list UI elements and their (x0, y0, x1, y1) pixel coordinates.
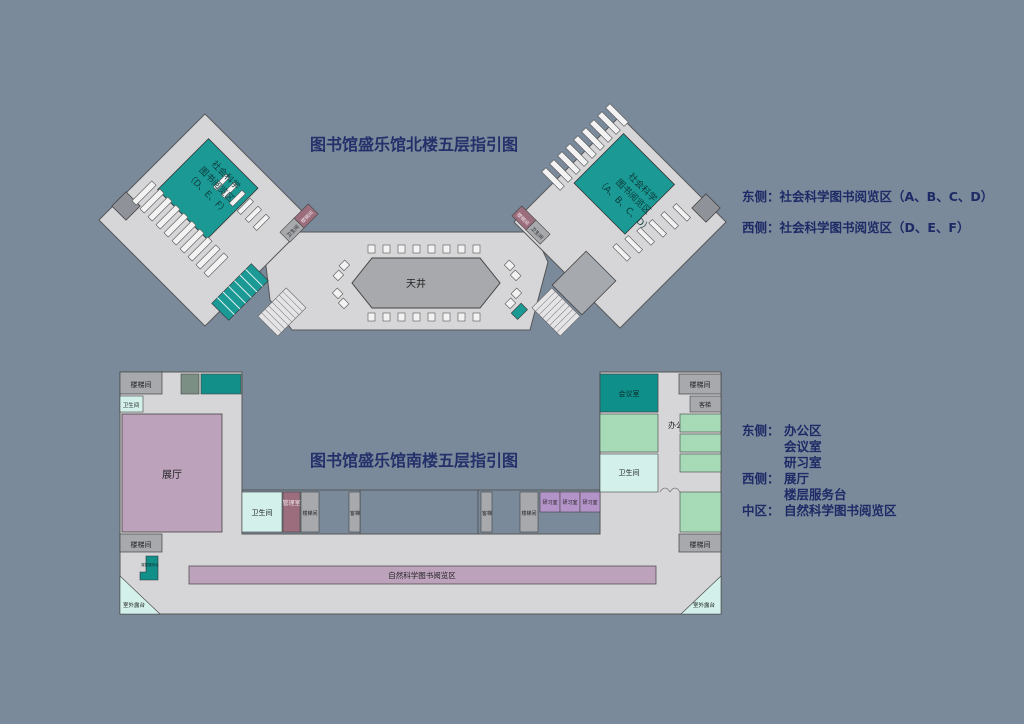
south-stair-se (678, 533, 722, 553)
south-elevator-left-label: 客梯 (350, 510, 360, 517)
legend-side: 东侧： (742, 423, 780, 438)
legend-value: 楼层服务台 (784, 487, 847, 502)
legend-value: 研习室 (784, 455, 822, 470)
south-stair-nw-label: 楼梯间 (131, 380, 152, 389)
legend-north-west: 西侧：社会科学图书阅览区（D、E、F） (742, 220, 970, 235)
north-west-small-rooms: 卫生间 楼梯间 (279, 203, 319, 243)
south-elevator-ne (689, 395, 722, 413)
south-stair-mid-right-label: 楼梯间 (521, 510, 536, 517)
south-stair-sw (119, 533, 163, 553)
south-study-label: 研习室 (562, 499, 577, 506)
south-teal-box (200, 373, 242, 395)
north-east-restroom (525, 219, 551, 245)
south-stair-ne (678, 373, 722, 395)
north-west-stair-block (111, 191, 141, 221)
south-manage-text: 管理室 (282, 499, 300, 507)
legend-south-row: 会议室 (742, 439, 897, 455)
legend-south-row: 东侧： 办公区 (742, 423, 897, 439)
south-courtyard-edge (242, 489, 600, 535)
south-restroom-mid-label: 卫生间 (252, 508, 273, 517)
south-restroom-east (599, 453, 659, 493)
south-map-title: 图书馆盛乐馆南楼五层指引图 (310, 451, 519, 470)
south-stair-mid-left-label: 楼梯间 (302, 510, 317, 517)
legend-value: 自然科学图书阅览区 (784, 503, 897, 518)
south-elevator-left (348, 491, 361, 533)
legend-value: 办公区 (784, 423, 822, 438)
north-atrium-desks (331, 244, 523, 322)
south-manage-room (282, 491, 301, 533)
south-reading-area (188, 565, 657, 585)
south-elevator-right (480, 491, 493, 533)
north-east-staircase (531, 287, 581, 337)
south-office-room-lower (679, 491, 722, 533)
legend-value: 展厅 (784, 471, 810, 486)
south-balcony-east-label: 室外露台 (693, 601, 716, 609)
north-west-shelves (131, 173, 270, 278)
south-study-label: 研习室 (542, 499, 557, 506)
legend-north-east: 东侧：社会科学图书阅览区（A、B、C、D） (742, 189, 994, 204)
south-office-room (679, 413, 722, 433)
south-service-desk-label: 楼层服务台 (141, 562, 159, 567)
legend-side: 西侧： (742, 471, 780, 486)
legend-south-row: 研习室 (742, 455, 897, 471)
south-stair-sw-label: 楼梯间 (131, 540, 152, 549)
south-restroom-nw-label: 卫生间 (123, 401, 140, 409)
north-east-lower-block (551, 250, 617, 316)
south-courtyard (360, 490, 478, 534)
south-legend: 东侧： 办公区 会议室 研习室 西侧： 展厅 楼层服务台 中区： 自然科学图书阅览区 (742, 423, 897, 519)
north-atrium-label: 天井 (406, 277, 426, 290)
south-exhibition-hall (121, 413, 223, 533)
south-elevator-ne-label: 客梯 (699, 401, 711, 409)
south-gray-box (180, 373, 200, 395)
north-east-teal-box (510, 302, 528, 320)
south-stair-se-label: 楼梯间 (690, 540, 711, 549)
south-stair-mid-left (300, 491, 320, 533)
north-west-staircase (257, 287, 307, 337)
south-stair-nw (119, 371, 163, 395)
north-east-reading-zone (573, 133, 676, 235)
south-meeting-room (599, 373, 659, 413)
south-reading-area-label: 自然科学图书阅览区 (388, 570, 456, 580)
legend-south-row: 西侧： 展厅 (742, 471, 897, 487)
north-map-title: 图书馆盛乐馆北楼五层指引图 (310, 135, 519, 154)
south-green-room (599, 413, 659, 453)
legend-value: 会议室 (784, 439, 822, 454)
south-elevator-right-label: 客梯 (482, 510, 492, 517)
north-east-shelves (541, 103, 691, 262)
south-exhibition-hall-label: 展厅 (162, 469, 182, 481)
south-balcony-west (119, 575, 161, 615)
south-study-room (579, 491, 601, 513)
south-service-desk (139, 555, 159, 581)
north-east-stair-block (691, 193, 721, 223)
south-balcony-west-label: 室外露台 (123, 601, 146, 609)
north-legend: 东侧：社会科学图书阅览区（A、B、C、D） 西侧：社会科学图书阅览区（D、E、F… (742, 189, 993, 236)
south-meeting-label: 会议室 (619, 389, 640, 398)
south-restroom-east-label: 卫生间 (619, 468, 640, 477)
south-restroom-mid (241, 491, 283, 533)
south-office-room (679, 453, 722, 473)
north-east-small-rooms: 楼梯间 卫生间 (511, 205, 551, 245)
south-manage-label: 管理室 (282, 499, 300, 507)
legend-side: 中区： (742, 503, 780, 518)
south-study-label: 研习室 (582, 499, 597, 506)
legend-south-row: 楼层服务台 (742, 487, 897, 503)
south-floor-outline (119, 371, 722, 615)
south-office-room (679, 433, 722, 453)
north-west-teal-shelves (211, 263, 269, 321)
north-west-stair-room (293, 203, 319, 229)
south-stair-ne-label: 楼梯间 (690, 380, 711, 389)
south-balcony-east (680, 575, 722, 615)
legend-south-row: 中区： 自然科学图书阅览区 (742, 503, 897, 519)
north-atrium (351, 257, 501, 309)
south-door-arcs (659, 487, 681, 493)
south-stair-mid-right (519, 491, 539, 533)
south-restroom-nw (119, 395, 144, 413)
